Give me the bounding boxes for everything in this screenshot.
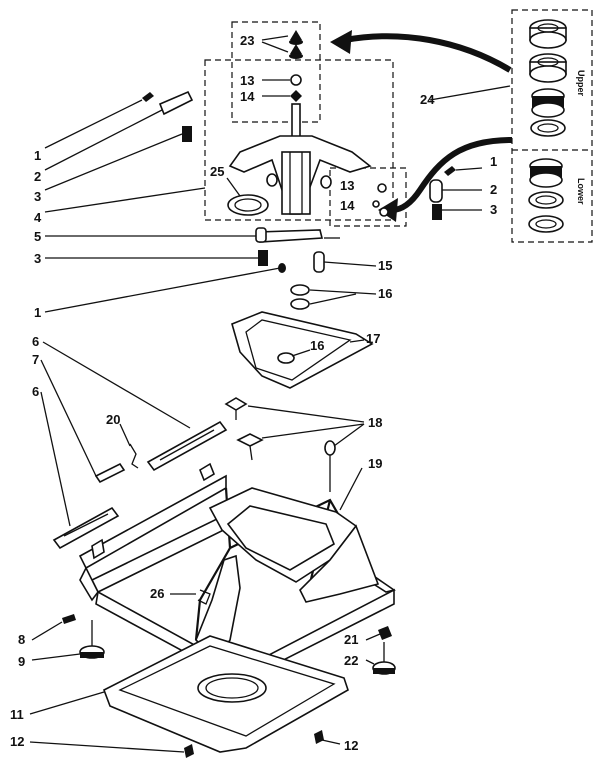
cone-parts — [289, 30, 303, 102]
callout-7: 7 — [32, 352, 39, 367]
callout-8: 8 — [18, 632, 25, 647]
curved-arrow-upper — [330, 30, 512, 73]
foot-9 — [79, 620, 105, 659]
pads-18 — [224, 397, 336, 492]
callout-15: 15 — [378, 258, 392, 273]
clip-2-right — [429, 179, 443, 203]
callout-11: 11 — [10, 707, 24, 722]
gearcase-assembly — [228, 103, 372, 215]
bracket-6-upper — [146, 420, 228, 472]
pin-1-right — [444, 166, 456, 176]
callout-3: 3 — [34, 251, 41, 266]
callout-16: 16 — [378, 286, 392, 301]
base-plate-17 — [231, 311, 374, 389]
upper-seal-stack — [529, 19, 567, 137]
callout-1: 1 — [34, 148, 41, 163]
upper-label: Upper — [576, 70, 586, 97]
callout-13: 13 — [240, 73, 254, 88]
callout-16: 16 — [310, 338, 324, 353]
spring-3-left — [182, 126, 192, 142]
pad-16 — [290, 284, 310, 310]
seal-parts-13-14 — [372, 183, 389, 217]
small-parts-dashed-box — [231, 21, 321, 123]
callout-2: 2 — [490, 182, 497, 197]
seal-dashed-box — [329, 167, 407, 227]
callout-26: 26 — [150, 586, 164, 601]
callout-12: 12 — [10, 734, 24, 749]
lower-label: Lower — [576, 178, 586, 205]
screw-12-right — [314, 730, 324, 744]
callout-19: 19 — [368, 456, 382, 471]
nut-21 — [378, 626, 392, 640]
clip-20 — [129, 443, 139, 469]
callout-1: 1 — [490, 154, 497, 169]
bracket-7 — [94, 462, 126, 484]
screw-12-left — [184, 744, 194, 758]
cylinder-15 — [313, 251, 325, 273]
strap-5 — [255, 227, 324, 243]
callout-20: 20 — [106, 412, 120, 427]
callout-numbers: 1 2 3 4 5 3 1 6 7 6 20 23 13 14 25 13 14… — [10, 33, 497, 753]
callout-4: 4 — [34, 210, 42, 225]
callout-24: 24 — [420, 92, 435, 107]
callout-13: 13 — [340, 178, 354, 193]
leader-lines — [29, 35, 511, 753]
callout-9: 9 — [18, 654, 25, 669]
callout-3: 3 — [34, 189, 41, 204]
pin-1-lower — [278, 263, 286, 273]
callout-6: 6 — [32, 384, 39, 399]
callout-14: 14 — [340, 198, 355, 213]
callout-5: 5 — [34, 229, 41, 244]
callout-22: 22 — [344, 653, 358, 668]
bracket-6-lower — [52, 506, 120, 550]
seal-inset-box — [511, 9, 593, 243]
base-pan-11 — [102, 635, 349, 753]
clip-26 — [197, 589, 211, 605]
callout-1: 1 — [34, 305, 41, 320]
callout-17: 17 — [366, 331, 380, 346]
clip-2-left — [158, 90, 194, 116]
callout-2: 2 — [34, 169, 41, 184]
callout-18: 18 — [368, 415, 382, 430]
lower-seal-stack — [528, 158, 564, 233]
callout-23: 23 — [240, 33, 254, 48]
callout-3: 3 — [490, 202, 497, 217]
callout-6: 6 — [32, 334, 39, 349]
ring-25 — [227, 194, 269, 216]
callout-25: 25 — [210, 164, 224, 179]
gearcase-dashed-box — [204, 59, 394, 221]
spring-3-lower — [258, 250, 268, 266]
screw-8 — [62, 614, 76, 624]
spring-3-right — [432, 204, 442, 220]
pin-1-left — [142, 92, 154, 102]
callout-12: 12 — [344, 738, 358, 753]
callout-21: 21 — [344, 632, 358, 647]
foot-22 — [372, 642, 396, 675]
callout-14: 14 — [240, 89, 255, 104]
